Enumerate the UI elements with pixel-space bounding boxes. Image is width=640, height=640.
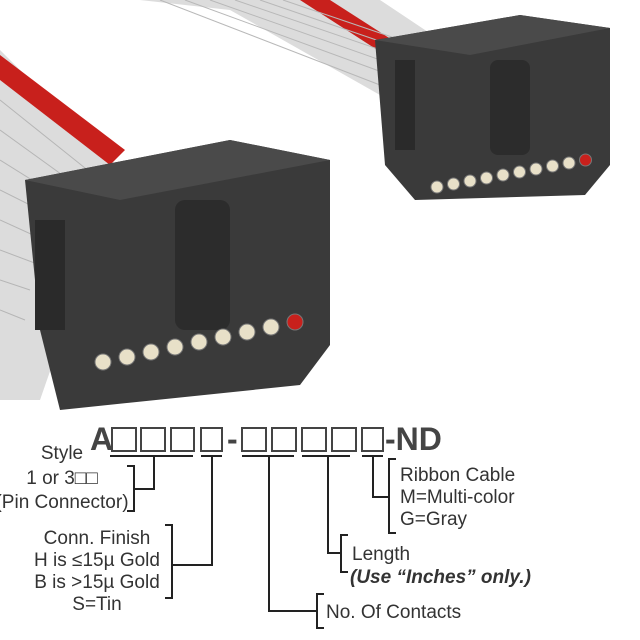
finish-line2: B is >15µ Gold [34, 572, 160, 593]
pin [480, 171, 493, 185]
leader-lines [110, 455, 396, 629]
part-separator: - [227, 421, 238, 457]
pin [142, 343, 160, 361]
length-title: Length [352, 544, 410, 565]
pin [546, 159, 559, 173]
ribbon-line2: G=Gray [400, 509, 468, 530]
pin [579, 153, 592, 167]
style-title: Style [41, 443, 83, 464]
ribbon-line1: M=Multi-color [400, 487, 515, 508]
finish-line3: S=Tin [72, 594, 121, 615]
pin [238, 323, 256, 341]
part-boxes [111, 427, 384, 452]
pin [118, 348, 136, 366]
pin [513, 165, 526, 179]
pin [529, 162, 543, 176]
style-line1: 1 or 3□□ [26, 468, 98, 489]
finish-line1: H is ≤15µ Gold [34, 550, 160, 571]
contacts-title: No. Of Contacts [326, 602, 461, 623]
ribbon-title: Ribbon Cable [400, 465, 515, 486]
finish-title: Conn. Finish [44, 528, 151, 549]
pin [286, 313, 304, 331]
pin [214, 328, 232, 346]
pin [166, 338, 184, 356]
left-connector-image [25, 140, 330, 410]
pin [463, 174, 477, 188]
pin [430, 180, 444, 194]
pin [562, 156, 576, 170]
pins-image [94, 153, 592, 371]
style-line2: (Pin Connector) [0, 492, 129, 513]
right-connector-image [375, 15, 610, 200]
pin [190, 333, 208, 351]
pin [496, 168, 510, 182]
pin [447, 177, 460, 191]
part-prefix: A [90, 421, 113, 457]
pin [94, 353, 112, 371]
part-suffix: -ND [385, 421, 442, 457]
pin [262, 318, 280, 336]
length-note: (Use “Inches” only.) [350, 567, 531, 588]
